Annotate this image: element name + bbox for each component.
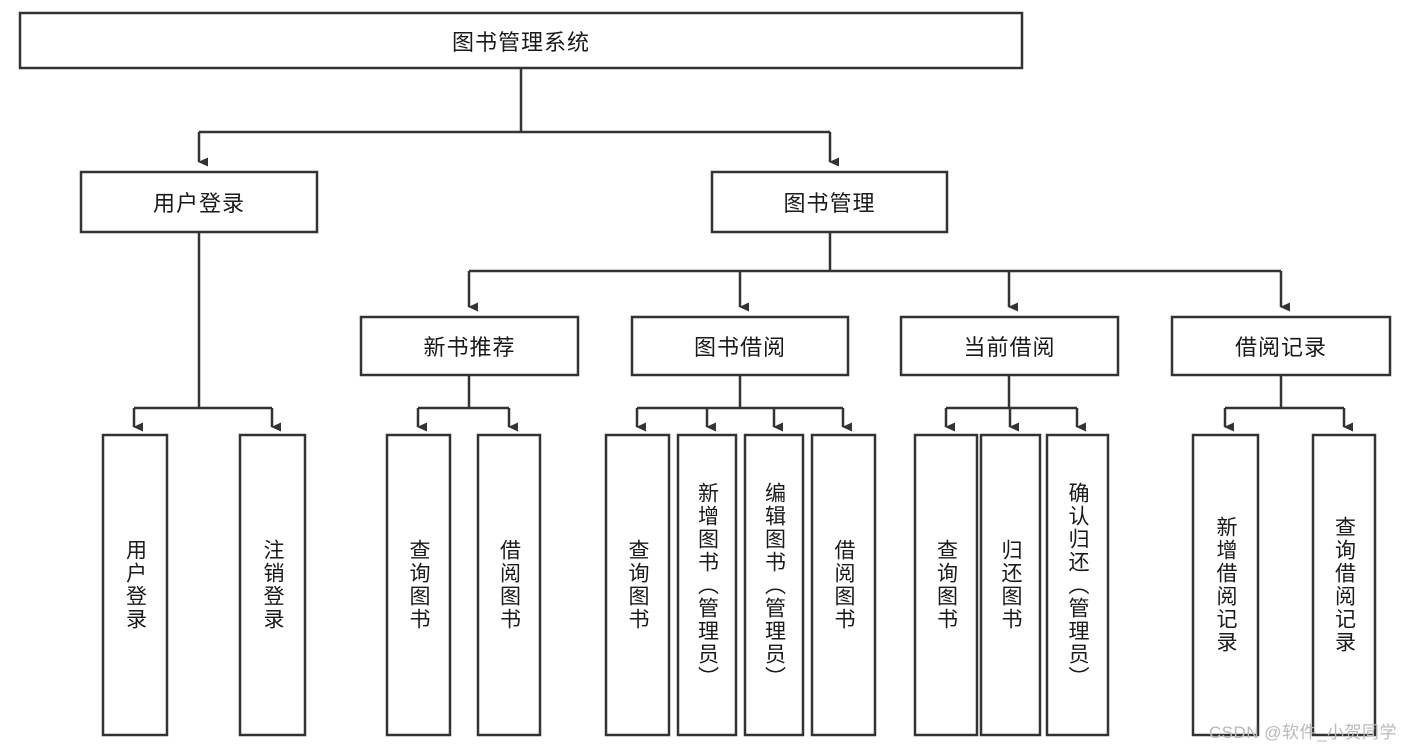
node-box-user-login[interactable]	[79, 170, 319, 234]
node-box-user-logout[interactable]	[238, 433, 307, 737]
connector-root-to-level2	[197, 68, 839, 167]
watermark-text: CSDN @软件_小贺同学	[1208, 723, 1397, 742]
node-box-borrow-book-2[interactable]	[810, 433, 877, 737]
node-box-user-login-do[interactable]	[101, 433, 169, 737]
connector-bookborrow-to-leaves	[635, 375, 852, 432]
node-box-add-book[interactable]	[676, 433, 738, 737]
node-box-query-book-1[interactable]	[385, 433, 452, 737]
node-box-book-management[interactable]	[710, 170, 949, 234]
node-box-current-borrow[interactable]	[899, 315, 1120, 377]
node-box-new-book-recommend[interactable]	[359, 315, 580, 377]
connector-borrowrecords-to-leaves	[1223, 375, 1353, 432]
node-box-query-book-3[interactable]	[913, 433, 979, 737]
node-box-add-borrow-record[interactable]	[1191, 433, 1260, 737]
node-box-confirm-return[interactable]	[1045, 433, 1110, 737]
node-box-root[interactable]	[18, 11, 1024, 70]
connector-newbook-to-leaves	[416, 375, 518, 432]
node-box-edit-book[interactable]	[743, 433, 805, 737]
connector-userlogin-to-leaves	[132, 232, 281, 432]
node-box-book-borrow[interactable]	[630, 315, 850, 377]
node-box-query-book-2[interactable]	[604, 433, 671, 737]
node-box-borrow-book-1[interactable]	[476, 433, 542, 737]
node-box-borrow-records[interactable]	[1170, 315, 1392, 377]
connector-currentborrow-to-leaves	[944, 375, 1086, 432]
node-box-return-book[interactable]	[979, 433, 1042, 737]
node-box-query-borrow-record[interactable]	[1311, 433, 1377, 737]
connector-bookmgmt-to-level3	[467, 232, 1290, 312]
